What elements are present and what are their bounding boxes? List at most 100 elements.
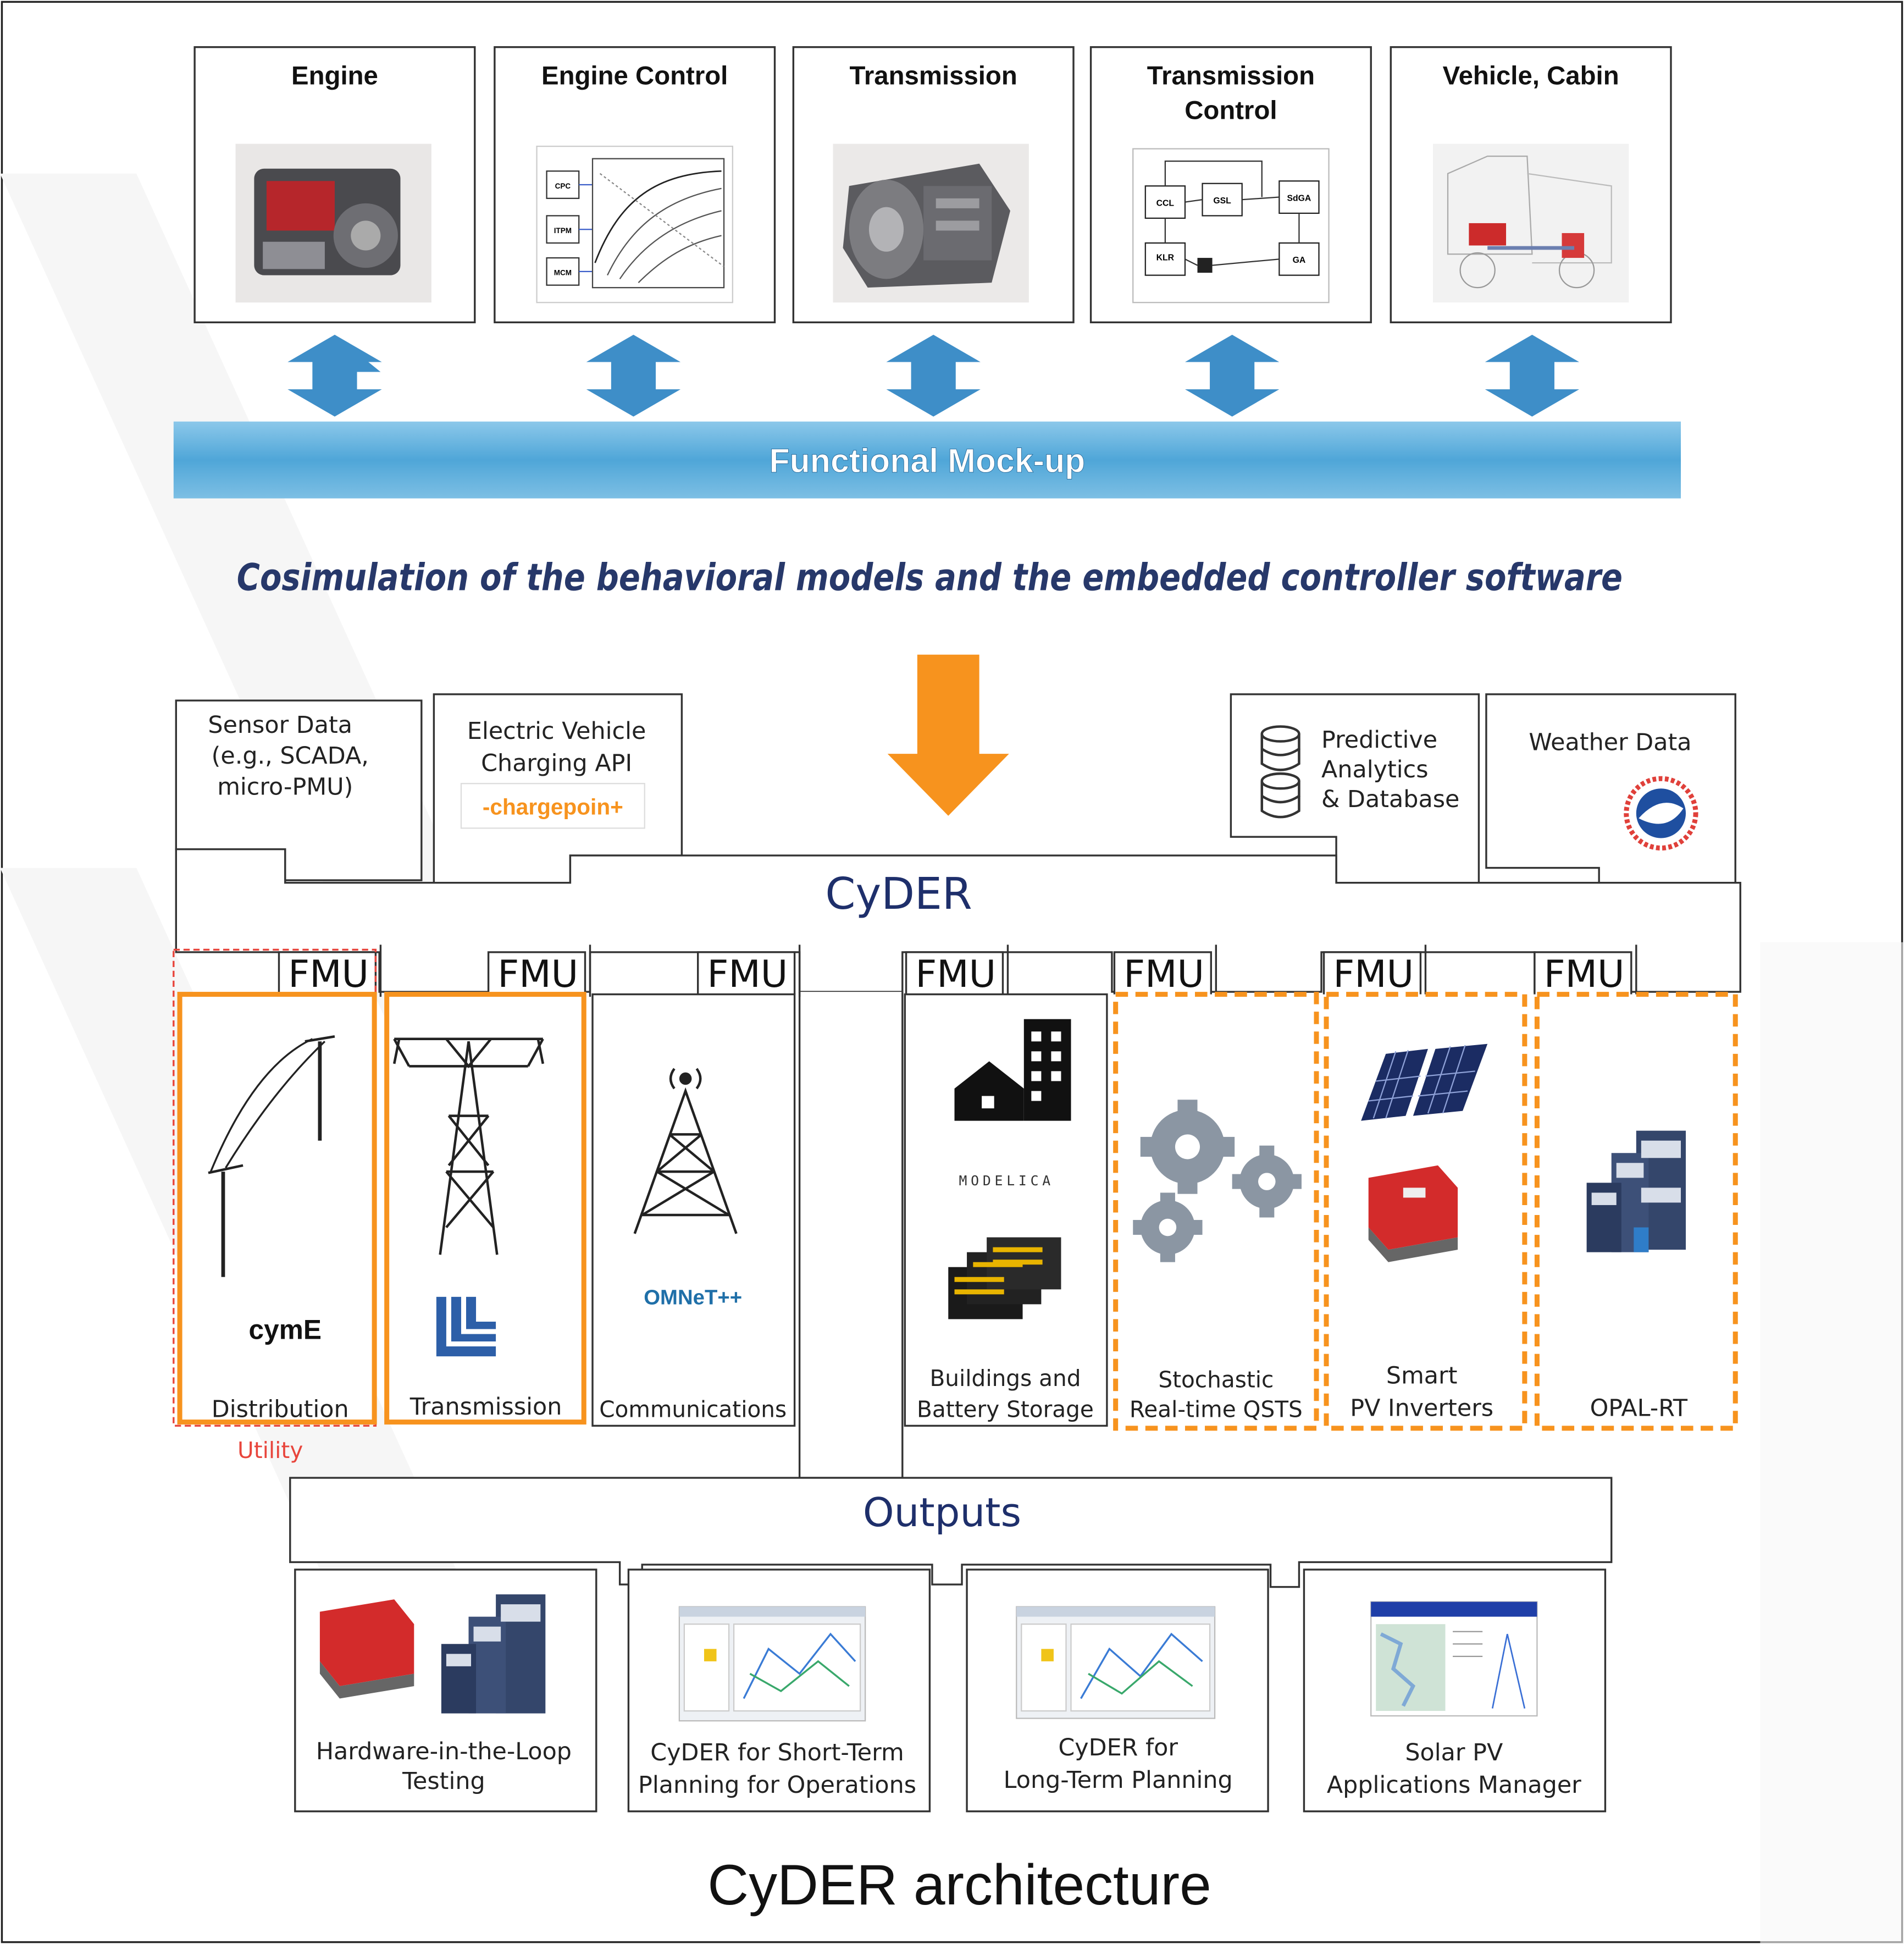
noaa-weather-logo-icon (1624, 776, 1698, 851)
fmu-tab-label: FMU (288, 952, 369, 996)
module-opal-rt: OPAL-RT (1534, 992, 1738, 1431)
panel-transmission: Transmission (792, 46, 1075, 324)
web-app-screenshot-thumbnail (1370, 1601, 1538, 1717)
radio-tower-icon (633, 1068, 738, 1234)
sensor-data-text: Sensor Data (208, 711, 352, 739)
module-qsts: Stochastic Real-time QSTS (1113, 992, 1319, 1431)
module-label: PV Inverters (1350, 1394, 1493, 1422)
sensor-data-text: (e.g., SCADA, (212, 742, 369, 770)
fmu-modules: FMU FMU FMU FMU FMU FMU FMU cymE Distribution … (173, 945, 1738, 1479)
simulator-rack-icon (441, 1594, 546, 1714)
solar-panel-icon (1361, 1043, 1488, 1121)
modelica-logo: MODELICA (959, 1173, 1054, 1189)
double-arrow-icon (1185, 334, 1280, 417)
left-connector (798, 992, 904, 1479)
output-boxes: Hardware-in-the-Loop Testing CyDER for S… (294, 1569, 1607, 1813)
panel-engine: Engine (193, 46, 476, 324)
transmission-logo-icon (436, 1296, 496, 1357)
double-arrow-icon (886, 334, 981, 417)
software-screenshot-thumbnail (678, 1606, 866, 1722)
output-label: Testing (402, 1768, 485, 1795)
panel-title: Engine (291, 61, 378, 90)
module-label: OPAL-RT (1590, 1394, 1688, 1422)
fmu-tab-label: FMU (497, 952, 578, 996)
panel-title: Transmission (850, 61, 1017, 90)
figure-caption: CyDER architecture (707, 1853, 1211, 1917)
weather-data-box: Weather Data (1529, 728, 1698, 851)
double-arrow-icon (586, 334, 681, 417)
module-label: Smart (1386, 1362, 1458, 1390)
panel-title: Engine Control (541, 61, 728, 90)
module-pv-inverters: Smart PV Inverters (1324, 992, 1527, 1431)
fmu-tab: FMU (697, 945, 801, 997)
fmu-tab-label: FMU (707, 952, 788, 996)
truck-engine-photo (235, 143, 431, 303)
diagram-label-gsl: GSL (1213, 196, 1231, 206)
fmu-tab: FMU (1322, 945, 1427, 997)
inverter-device-icon (1358, 1160, 1470, 1262)
panel-title: Transmission (1147, 61, 1315, 90)
module-transmission: Transmission (384, 992, 586, 1425)
output-long-term: CyDER for Long-Term Planning (966, 1569, 1269, 1813)
cosimulation-caption: Cosimulation of the behavioral models an… (237, 555, 1623, 599)
buildings-icon (954, 1019, 1071, 1121)
transmission-tower-icon (392, 1037, 545, 1255)
output-short-term: CyDER for Short-Term Planning for Operat… (627, 1569, 931, 1813)
chargepoint-logo: -chargepoin+ (483, 794, 623, 820)
down-arrow-icon (887, 654, 1009, 816)
sensor-data-box: Sensor Data (e.g., SCADA, micro-PMU) (208, 711, 369, 801)
double-arrow-icon (1485, 334, 1580, 417)
output-label: CyDER for Short-Term (650, 1739, 904, 1766)
panel-title: Control (1185, 96, 1277, 125)
output-hil: Hardware-in-the-Loop Testing (294, 1569, 597, 1813)
chargepoint-logo-bg (460, 783, 645, 829)
module-label: Buildings and (929, 1365, 1081, 1391)
functional-mockup-label: Functional Mock-up (769, 442, 1085, 479)
truck-cabin-wireframe (1432, 143, 1629, 303)
predictive-text: Analytics (1321, 756, 1428, 783)
panel-title: Vehicle, Cabin (1443, 61, 1619, 90)
module-distribution: cymE Distribution Utility (173, 948, 377, 1463)
diagram-label-sdga: SdGA (1287, 194, 1311, 203)
omnet-logo: OMNeT++ (644, 1285, 742, 1309)
predictive-analytics-box: Predictive Analytics & Database (1260, 725, 1459, 819)
diagram-label-klr: KLR (1156, 253, 1175, 263)
power-pole-icon (208, 1035, 335, 1277)
module-buildings: MODELICA Buildings and Battery Storage (904, 993, 1108, 1427)
sensor-data-text: micro-PMU) (217, 774, 353, 801)
panel-engine-control: Engine Control CPC ITPM MCM (494, 46, 776, 324)
functional-mockup-bar: Functional Mock-up (173, 421, 1681, 499)
fmu-tabs: FMU FMU FMU FMU FMU FMU FMU (278, 945, 1637, 997)
output-label: CyDER for (1058, 1734, 1178, 1761)
inverter-device-icon (319, 1599, 414, 1699)
gearbox-photo (833, 143, 1029, 303)
battery-stack-icon (948, 1237, 1061, 1319)
output-label: Solar PV (1405, 1739, 1503, 1766)
diagram-label-mcm: MCM (554, 269, 572, 277)
database-icon (1260, 725, 1300, 819)
diagram-label-itpm: ITPM (554, 227, 572, 235)
output-solar-pv-manager: Solar PV Applications Manager (1303, 1569, 1607, 1813)
outputs-hub: Outputs (289, 1477, 1613, 1588)
module-label: Communications (599, 1396, 787, 1423)
simulator-rack-icon (1567, 1123, 1703, 1260)
panel-transmission-control: Transmission Control CCL GSL SdGA KLR GA (1089, 46, 1372, 324)
fmu-tab: FMU (1113, 945, 1217, 997)
output-label: Hardware-in-the-Loop (316, 1738, 572, 1765)
diagram-label-ga: GA (1293, 256, 1306, 265)
ev-charging-box: Electric Vehicle Charging API -chargepoi… (460, 717, 646, 829)
output-label: Planning for Operations (638, 1771, 916, 1799)
fmu-tab-label: FMU (1123, 952, 1204, 996)
fmu-tab: FMU (487, 945, 591, 997)
fmu-tab: FMU (1534, 945, 1637, 997)
transmission-control-block-diagram: CCL GSL SdGA KLR GA (1132, 148, 1330, 303)
module-communications: OMNeT++ Communications (591, 993, 796, 1427)
diagram-label-ccl: CCL (1156, 198, 1175, 208)
outputs-label: Outputs (863, 1490, 1021, 1536)
fmu-tab-label: FMU (915, 952, 996, 996)
cyder-label: CyDER (825, 869, 972, 919)
weather-data-text: Weather Data (1529, 728, 1691, 756)
output-label: Applications Manager (1327, 1771, 1581, 1799)
